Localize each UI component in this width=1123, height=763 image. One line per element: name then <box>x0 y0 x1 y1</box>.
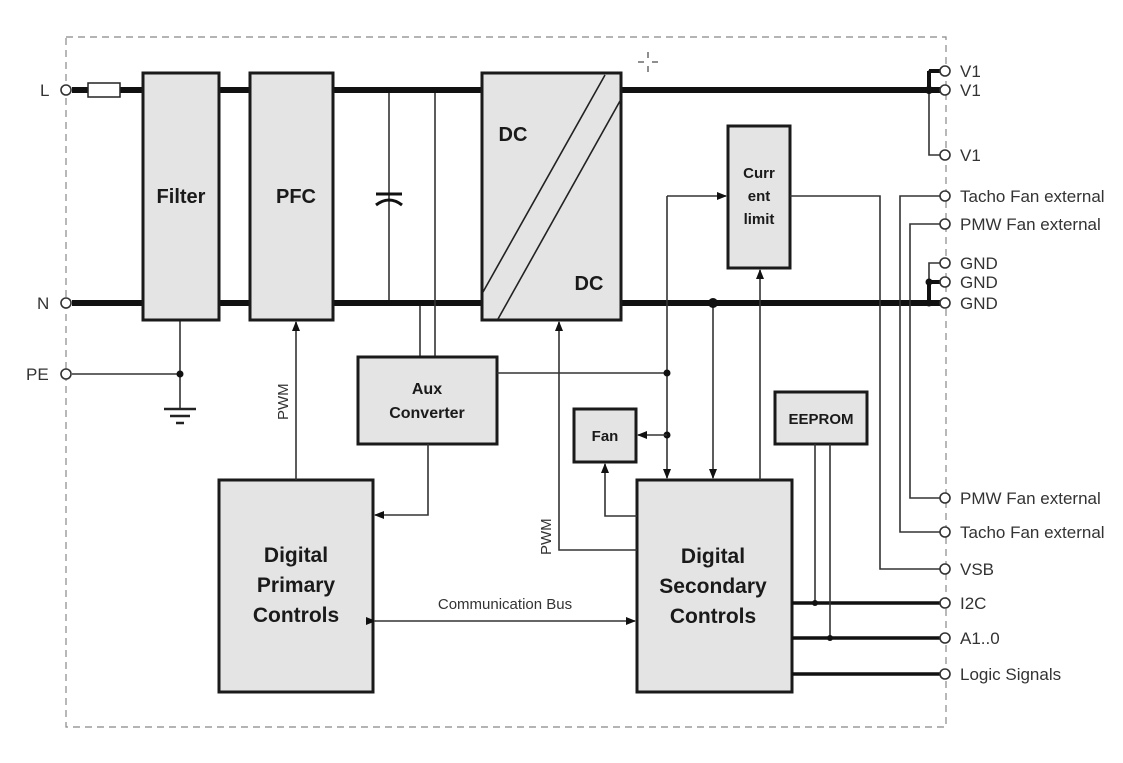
tacho-fan-loop <box>899 195 940 533</box>
pfc-block <box>248 71 335 322</box>
digital-secondary-controls-block <box>635 478 794 694</box>
output-terminal <box>939 257 951 269</box>
output-terminal <box>939 218 951 230</box>
output-terminals <box>939 65 951 680</box>
current-limit-label-2: ent <box>748 188 771 205</box>
current-limit-label-1: Curr <box>743 165 775 182</box>
filter-block <box>141 71 221 322</box>
fan-label: Fan <box>592 428 619 445</box>
output-label-gnd-b: GND <box>960 273 998 292</box>
aux-converter-label-1: Aux <box>412 381 442 398</box>
aux-converter-block <box>356 355 499 446</box>
input-label-n: N <box>37 294 49 313</box>
output-label-v1-a: V1 <box>960 62 981 81</box>
output-label-address: A1..0 <box>960 629 1000 648</box>
fan-control-wire <box>601 463 637 517</box>
output-terminal <box>939 84 951 96</box>
filter-label: Filter <box>157 186 206 208</box>
current-limit-label-3: limit <box>744 211 775 228</box>
output-label-v1-c: V1 <box>960 146 981 165</box>
digital-primary-label-2: Primary <box>257 574 336 597</box>
output-terminal <box>939 563 951 575</box>
digital-secondary-label-1: Digital <box>681 545 745 568</box>
output-label-logic-signals: Logic Signals <box>960 665 1061 684</box>
input-label-l: L <box>40 81 49 100</box>
fuse-icon <box>87 82 121 98</box>
pwm-secondary-label: PWM <box>538 518 555 555</box>
digital-primary-label-1: Digital <box>264 544 328 567</box>
digital-secondary-label-3: Controls <box>670 605 756 628</box>
output-terminal <box>939 149 951 161</box>
current-limit-block <box>726 124 792 270</box>
terminal-neutral <box>60 297 72 309</box>
output-label-gnd-c: GND <box>960 294 998 313</box>
digital-primary-controls-block <box>217 478 375 694</box>
output-label-tacho-fan-b: Tacho Fan external <box>960 523 1105 542</box>
cursor-crosshair-icon <box>638 52 658 72</box>
output-terminal <box>939 190 951 202</box>
output-label-pwm-fan-b: PMW Fan external <box>960 489 1101 508</box>
output-label-vsb: VSB <box>960 560 994 579</box>
output-label-pwm-fan-a: PMW Fan external <box>960 215 1101 234</box>
dcdc-input-label: DC <box>499 124 528 146</box>
output-terminal <box>939 668 951 680</box>
output-terminal <box>939 276 951 288</box>
output-terminal <box>939 65 951 77</box>
capacitor-icon <box>375 192 403 207</box>
digital-secondary-label-2: Secondary <box>659 575 767 598</box>
dcdc-output-label: DC <box>575 273 604 295</box>
input-label-pe: PE <box>26 365 49 384</box>
output-label-i2c: I2C <box>960 594 986 613</box>
pwm-secondary-signal <box>555 321 637 551</box>
output-terminal <box>939 297 951 309</box>
output-terminal <box>939 526 951 538</box>
output-label-gnd-a: GND <box>960 254 998 273</box>
aux-to-primary-wire <box>374 444 429 519</box>
dcdc-converter-block <box>480 71 623 322</box>
pfc-label: PFC <box>276 186 316 208</box>
vsb-wire <box>790 195 940 570</box>
eeprom-label: EEPROM <box>788 411 853 428</box>
eeprom-block <box>773 390 869 446</box>
output-label-tacho-fan-a: Tacho Fan external <box>960 187 1105 206</box>
ground-icon <box>164 407 196 425</box>
output-terminal <box>939 492 951 504</box>
terminal-pe <box>60 368 72 380</box>
output-terminal <box>939 597 951 609</box>
communication-bus-label: Communication Bus <box>438 596 572 613</box>
terminal-line <box>60 84 72 96</box>
digital-primary-label-3: Controls <box>253 604 339 627</box>
output-terminal <box>939 632 951 644</box>
pwm-primary-label: PWM <box>275 383 292 420</box>
output-label-v1-b: V1 <box>960 81 981 100</box>
enclosure-boundary <box>65 36 947 728</box>
fan-block <box>572 407 638 464</box>
aux-converter-label-2: Converter <box>389 405 465 422</box>
pwm-fan-loop <box>909 223 940 499</box>
